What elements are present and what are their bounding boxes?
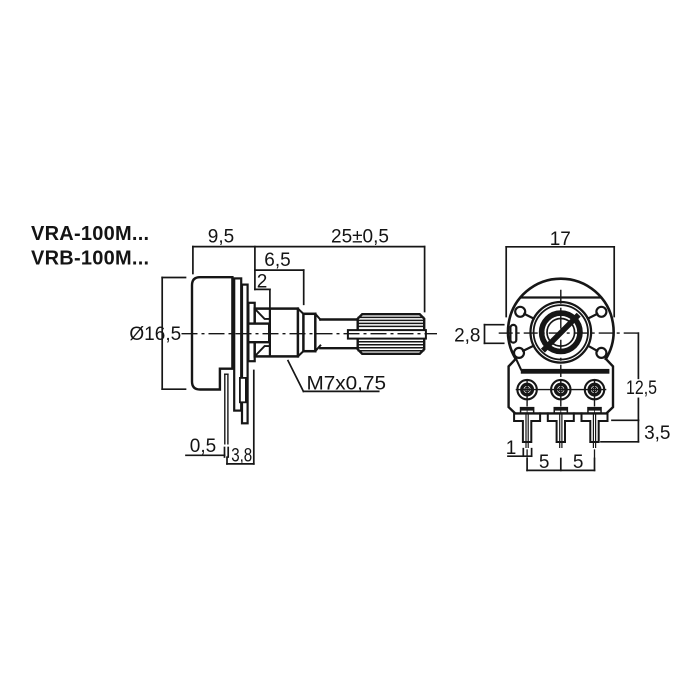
svg-text:M7x0,75: M7x0,75 — [307, 374, 387, 395]
svg-text:3,5: 3,5 — [644, 423, 670, 444]
svg-text:0,5: 0,5 — [190, 436, 216, 457]
svg-text:Ø16,5: Ø16,5 — [129, 324, 181, 345]
svg-text:5: 5 — [573, 452, 584, 473]
svg-text:12,5: 12,5 — [626, 378, 657, 399]
svg-text:2,8: 2,8 — [454, 326, 480, 347]
svg-text:6,5: 6,5 — [264, 250, 290, 271]
svg-text:3,8: 3,8 — [231, 445, 252, 466]
svg-text:VRA-100M...: VRA-100M... — [31, 223, 149, 245]
svg-text:17: 17 — [550, 229, 571, 250]
svg-text:2: 2 — [257, 272, 268, 293]
svg-text:1: 1 — [506, 438, 517, 459]
svg-text:VRB-100M...: VRB-100M... — [31, 248, 149, 270]
svg-text:5: 5 — [539, 452, 550, 473]
svg-text:25±0,5: 25±0,5 — [331, 227, 389, 248]
svg-text:9,5: 9,5 — [208, 227, 234, 248]
